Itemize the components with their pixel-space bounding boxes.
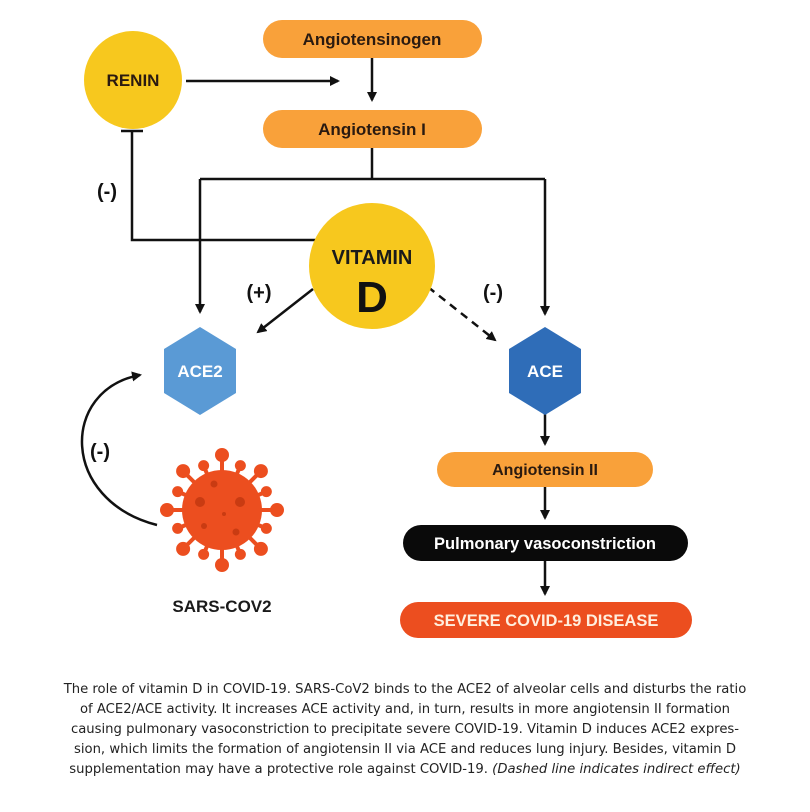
coronavirus-icon — [160, 448, 284, 572]
virus-minus-sign: (-) — [90, 441, 110, 463]
virus-spike-tip — [215, 558, 229, 572]
renin-node: RENIN — [84, 31, 182, 129]
ace2-plus-sign: (+) — [247, 282, 272, 304]
vitamin-to-ace2-arrow — [256, 288, 314, 334]
virus-spike-tip — [260, 522, 272, 534]
virus-spike-tip — [198, 460, 210, 472]
vitamin-d-letter: D — [356, 273, 388, 322]
angiotensin-1-node: Angiotensin I — [263, 110, 482, 148]
virus-spot — [235, 497, 245, 507]
angiotensin-1-label: Angiotensin I — [318, 120, 426, 139]
vitamin-to-ace-dashed-arrow — [427, 286, 497, 342]
pulmonary-vasoconstriction-node: Pulmonary vasoconstriction — [403, 525, 688, 561]
virus-spot — [195, 497, 205, 507]
caption-line: The role of vitamin D in COVID-19. SARS-… — [63, 682, 747, 697]
caption-last-plain: supplementation may have a protective ro… — [69, 762, 493, 777]
angiotensinogen-label: Angiotensinogen — [303, 30, 442, 49]
virus-spike-tip — [270, 503, 284, 517]
virus-spike-tip — [234, 548, 246, 560]
virus-body — [182, 470, 262, 550]
figure-caption: The role of vitamin D in COVID-19. SARS-… — [10, 680, 800, 780]
vitamin-label: VITAMIN — [332, 247, 413, 269]
virus-spike-tip — [172, 486, 184, 498]
severe-label: SEVERE COVID-19 DISEASE — [434, 612, 659, 630]
virus-spike-tip — [176, 541, 191, 556]
caption-line: causing pulmonary vasoconstriction to pr… — [70, 722, 740, 737]
angiotensin-2-label: Angiotensin II — [492, 462, 598, 479]
virus-spike-tip — [160, 503, 174, 517]
renin-inhibition-line — [130, 131, 318, 242]
virus-spot — [232, 528, 240, 536]
virus-spot — [210, 480, 218, 488]
virus-spike-tip — [198, 548, 210, 560]
virus-spike-tip — [176, 464, 191, 479]
caption-line: of ACE2/ACE activity. It increases ACE a… — [79, 702, 731, 717]
pulmonary-label: Pulmonary vasoconstriction — [434, 535, 656, 553]
virus-spike-tip — [172, 522, 184, 534]
virus-spike-tip — [234, 460, 246, 472]
ace2-label: ACE2 — [177, 362, 222, 381]
virus-spike-tip — [253, 541, 268, 556]
angiotensin-2-node: Angiotensin II — [437, 452, 653, 487]
ace-minus-sign: (-) — [483, 282, 503, 304]
virus-spot — [222, 512, 226, 516]
virus-spot — [201, 523, 207, 529]
renin-label: RENIN — [107, 71, 160, 90]
ace-node: ACE — [509, 327, 581, 415]
ace2-node: ACE2 — [164, 327, 236, 415]
caption-line: supplementation may have a protective ro… — [10, 760, 800, 780]
caption-line: sion, which limits the formation of angi… — [73, 742, 737, 757]
ace-label: ACE — [527, 362, 563, 381]
vitamin-d-node: VITAMIN D — [309, 203, 435, 329]
severe-covid-node: SEVERE COVID-19 DISEASE — [400, 602, 692, 638]
virus-spike-tip — [253, 464, 268, 479]
virus-spike-tip — [260, 486, 272, 498]
virus-to-ace2-arrow — [80, 371, 158, 527]
caption-dashed-note: (Dashed line indicates indirect effect) — [492, 762, 741, 777]
angiotensinogen-node: Angiotensinogen — [263, 20, 482, 58]
virus-spike-tip — [215, 448, 229, 462]
renin-inhibit-sign: (-) — [97, 181, 117, 203]
vitamin-d-covid-diagram: Angiotensinogen Angiotensin I RENIN (-) … — [80, 20, 692, 638]
sars-cov2-label: SARS-COV2 — [172, 597, 271, 616]
connectors — [80, 58, 550, 596]
